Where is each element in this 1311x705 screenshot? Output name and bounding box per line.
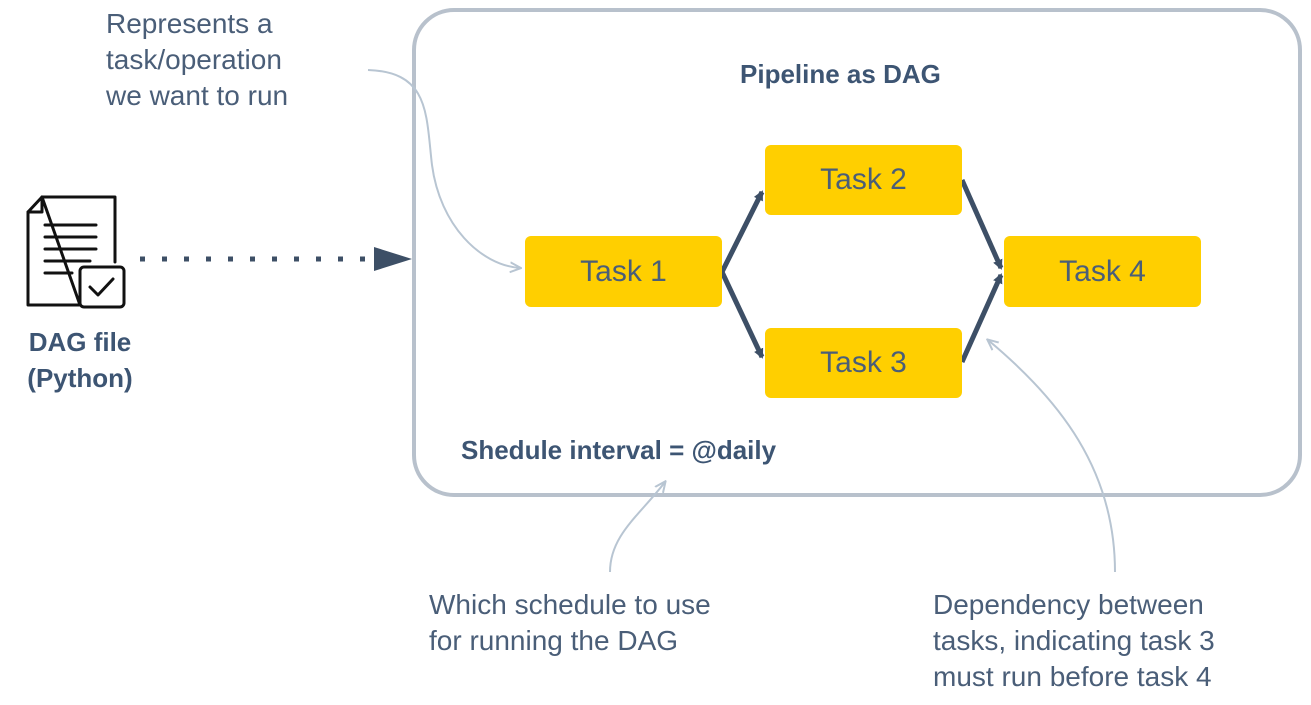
dependency-note-callout [988,340,1116,573]
dependency-note: Dependency between tasks, indicating tas… [933,589,1215,692]
schedule-note: Which schedule to use for running the DA… [429,589,711,656]
connector-arrowhead [374,247,412,271]
edge-task1-task2 [719,190,765,274]
task-2-node: Task 2 [765,145,962,215]
pipeline-container [412,8,1302,497]
task-note: Represents a task/operation we want to r… [106,8,289,111]
schedule-note-callout [609,482,665,573]
document-check-icon [26,195,126,309]
task-4-node: Task 4 [1004,236,1201,307]
task-note-callout [367,69,520,268]
edge-task3-task4 [959,273,1004,364]
task-1-node: Task 1 [525,236,722,307]
task-3-node: Task 3 [765,328,962,398]
schedule-interval: Shedule interval = @daily [461,435,777,465]
edge-task1-task3 [719,270,765,359]
dag-file-label: DAG file (Python) [27,327,133,393]
edge-task2-task4 [959,178,1004,270]
pipeline-title: Pipeline as DAG [740,59,941,89]
